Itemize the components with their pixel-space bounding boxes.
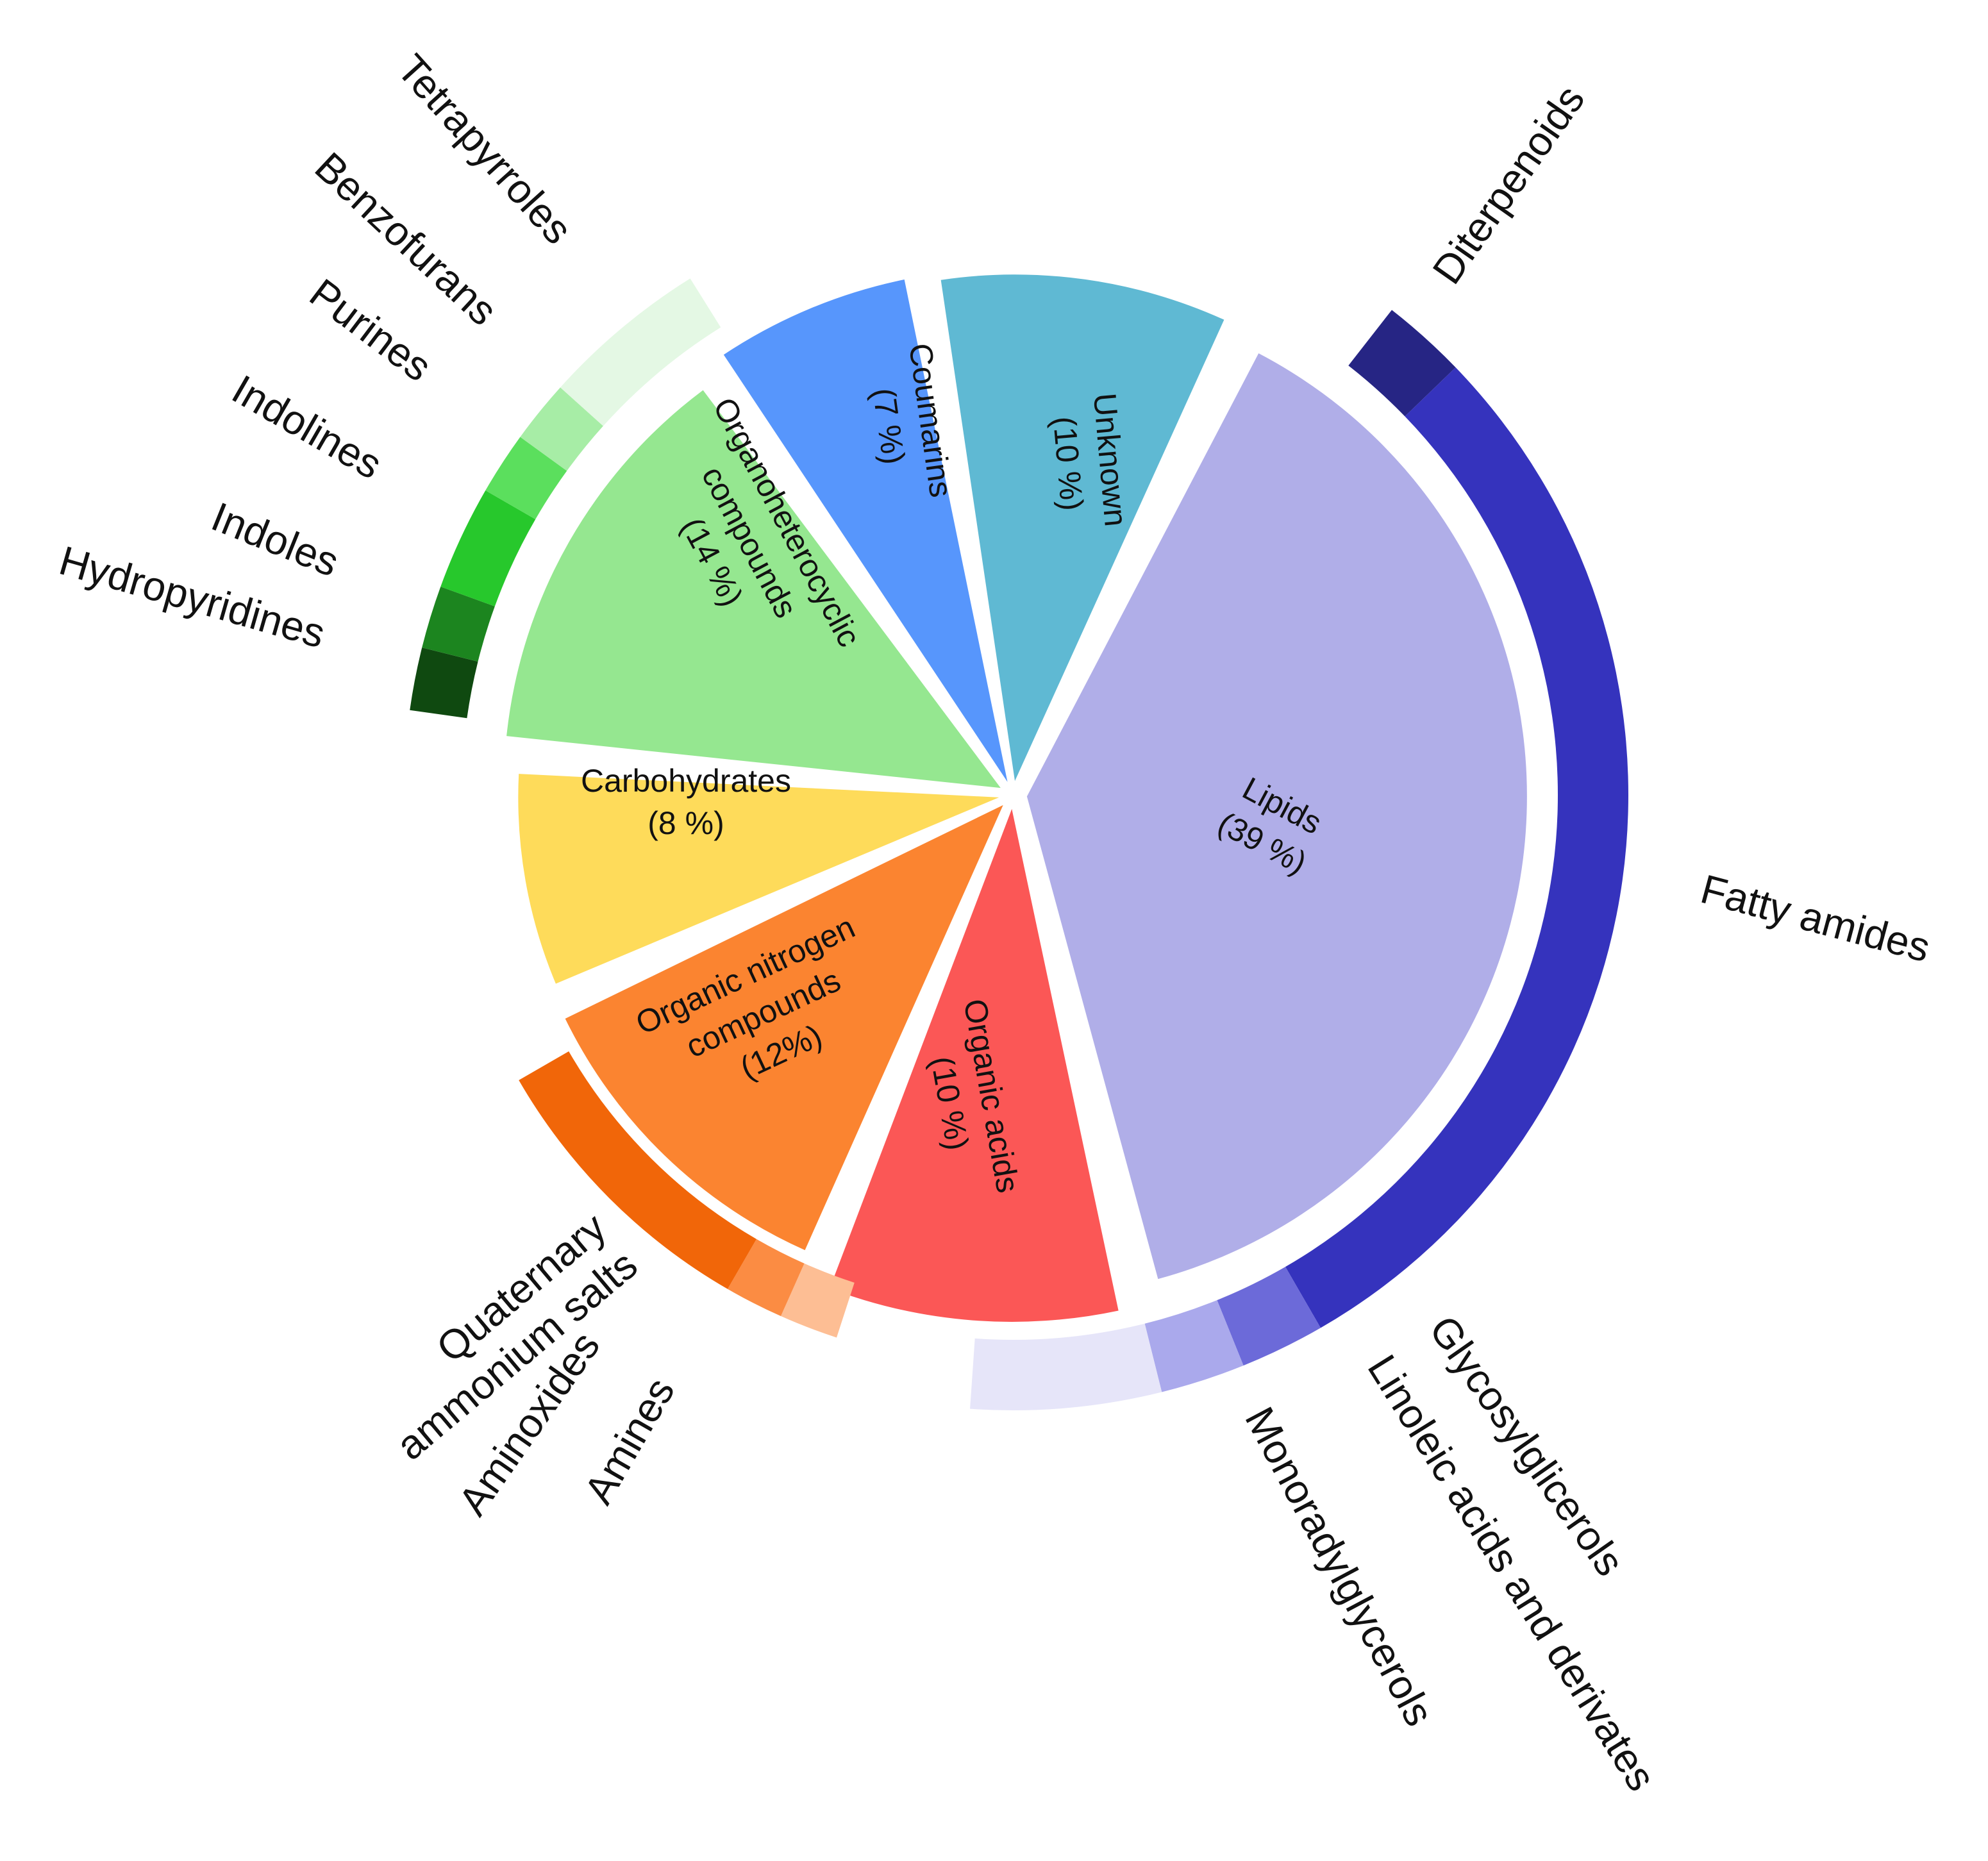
- subcategory-arc-glycosylglicerols[interactable]: [1217, 1267, 1321, 1366]
- subcategory-arc-tetrapyrroles[interactable]: [560, 278, 721, 426]
- subcategory-label-purines: Purines: [301, 270, 440, 390]
- subcategory-label-line: Fatty amides: [1696, 865, 1935, 971]
- subcategory-arc-indolines[interactable]: [440, 490, 536, 606]
- subcategory-label-fatty-amides: Fatty amides: [1696, 865, 1935, 971]
- slice-name-carbohydrates: Carbohydrates: [581, 763, 791, 799]
- subcategory-label-line: Indolines: [224, 366, 390, 488]
- subcategory-arc-hydropyridines[interactable]: [410, 647, 478, 719]
- pie-slices: [506, 274, 1527, 1322]
- subcategory-label-amines: Amines: [575, 1370, 683, 1512]
- subcategory-label-line: Indoles: [205, 493, 345, 585]
- subcategory-arc-aminoxides[interactable]: [728, 1239, 805, 1317]
- subcategory-label-indoles: Indoles: [205, 493, 345, 585]
- subcategory-arc-fatty-amides[interactable]: [1285, 367, 1628, 1328]
- subcategory-label-line: Purines: [301, 270, 440, 390]
- slice-label-carbohydrates: Carbohydrates (8 %): [581, 763, 791, 841]
- subcategory-label-line: Diterpenoids: [1424, 77, 1594, 292]
- slice-label-unknown: Unknown(10 %): [1044, 392, 1134, 531]
- slice-percent-unknown: (10 %): [1046, 415, 1090, 512]
- subcategory-label-line: Amines: [575, 1370, 683, 1512]
- subcategory-label-diterpenoids: Diterpenoids: [1424, 77, 1594, 292]
- subcategory-arcs: [410, 278, 1628, 1410]
- pie-slice-carbohydrates[interactable]: [518, 774, 999, 984]
- pie-slice-unknown[interactable]: [940, 274, 1224, 781]
- subcategory-arc-amines[interactable]: [519, 1051, 756, 1289]
- pie-slice-organic-acids[interactable]: [830, 808, 1119, 1322]
- subcategory-arc-linoleic-acids-and-derivates[interactable]: [1144, 1300, 1244, 1392]
- pie-slice-coumarins[interactable]: [723, 280, 1008, 782]
- pie-slice-organoheterocyclic-compounds[interactable]: [506, 390, 1001, 789]
- subcategory-arc-indoles[interactable]: [422, 587, 495, 662]
- pie-slice-lipids[interactable]: [1026, 353, 1527, 1280]
- pie-slice-organic-nitrogen-compounds[interactable]: [565, 805, 1003, 1251]
- subcategory-arc-benzofurans[interactable]: [520, 387, 603, 471]
- subcategory-arc-monoradylglycerols[interactable]: [970, 1323, 1162, 1410]
- subcategory-arc-purines[interactable]: [485, 437, 567, 519]
- slice-percent-carbohydrates: (8 %): [647, 805, 724, 841]
- subcategory-arc-quaternary-ammonium-salts[interactable]: [781, 1263, 855, 1338]
- subcategory-label-indolines: Indolines: [224, 366, 390, 488]
- subcategory-arc-diterpenoids[interactable]: [1348, 310, 1456, 417]
